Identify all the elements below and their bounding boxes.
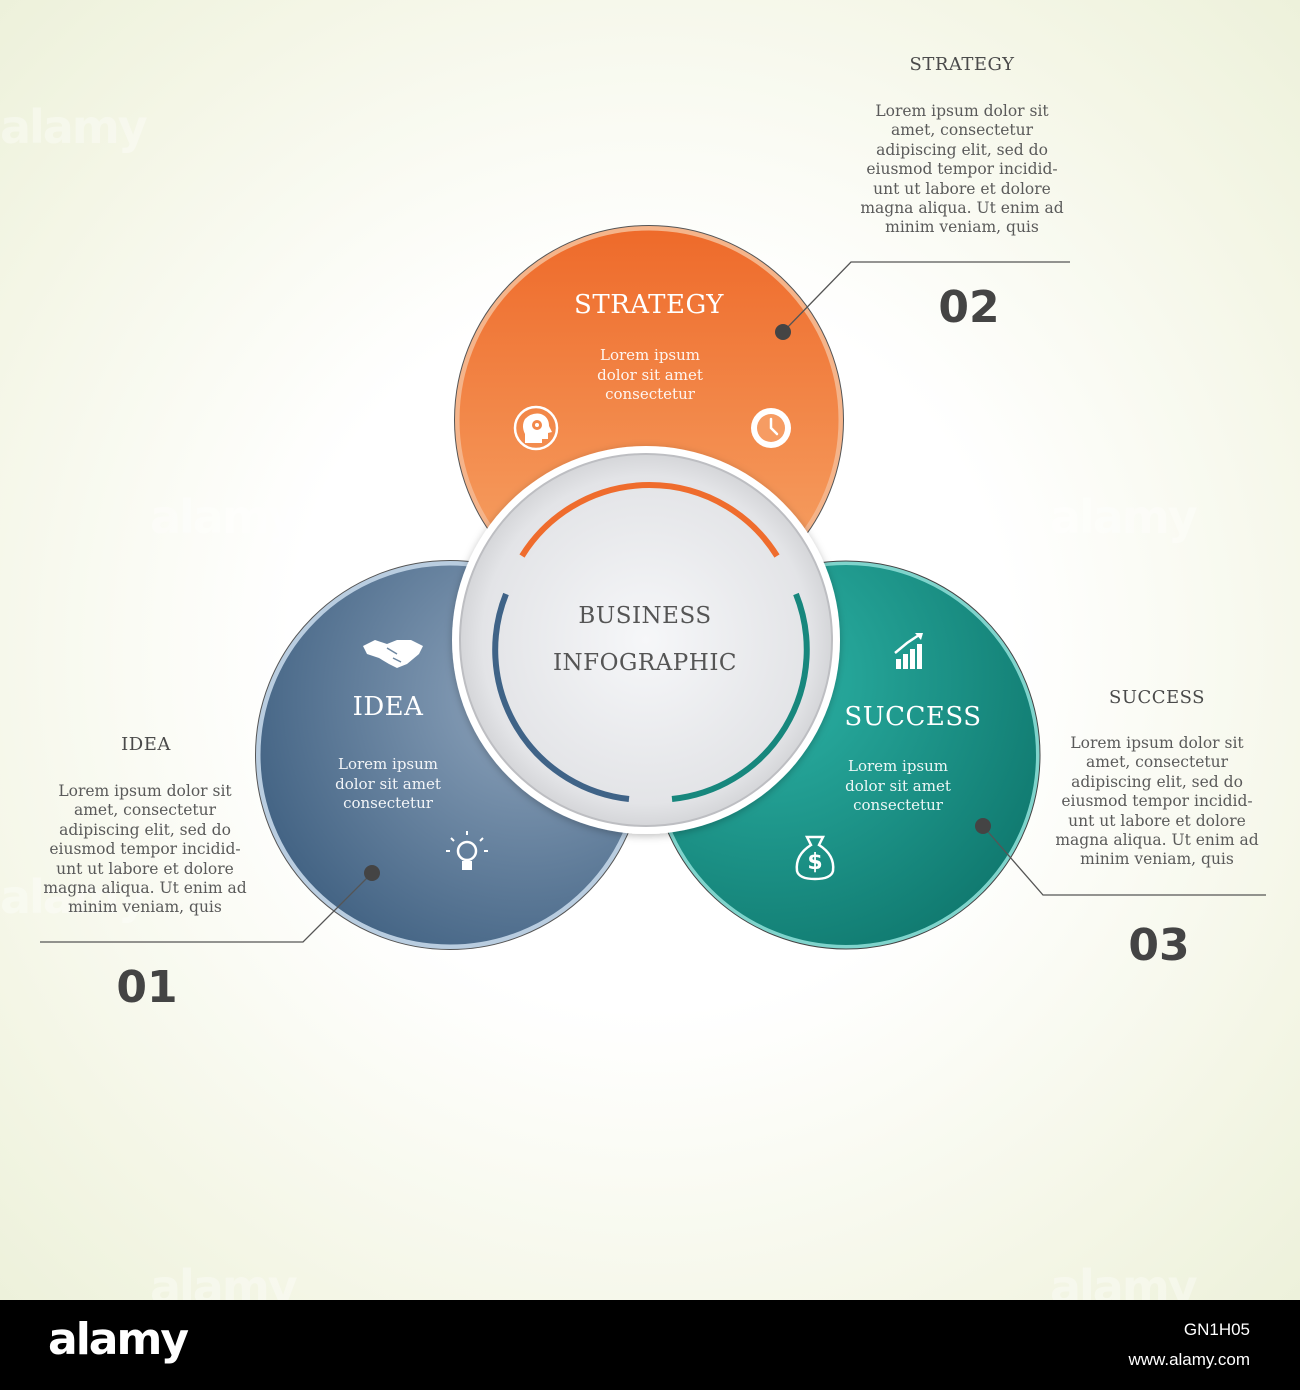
leader-line-01 — [40, 872, 373, 943]
lightbulb-icon — [446, 831, 488, 870]
idea-arc — [492, 592, 630, 802]
leader-dot-01 — [364, 865, 380, 881]
footer-bar: alamy GN1H05 www.alamy.com — [0, 1300, 1300, 1390]
watermark: alamy — [0, 100, 148, 154]
footer-logo: alamy — [48, 1314, 189, 1365]
watermark: alamy — [0, 870, 148, 924]
clock-icon — [751, 408, 791, 448]
handshake-icon — [363, 640, 423, 668]
idea-circle-title: IDEA — [352, 692, 424, 722]
center-title-line1: BUSINESS — [578, 603, 712, 629]
watermark: alamy — [1050, 490, 1198, 544]
growth-chart-icon — [894, 633, 923, 669]
center-circle — [459, 453, 833, 827]
success-circle-title: SUCCESS — [844, 702, 982, 732]
success-side-title: SUCCESS — [1108, 687, 1206, 708]
leader-dot-03 — [975, 818, 991, 834]
leader-dot-02 — [775, 324, 791, 340]
success-side-body: Lorem ipsum dolor sit amet, consectetur … — [1055, 734, 1259, 869]
svg-text:$: $ — [807, 850, 822, 875]
venn-diagram: $ — [40, 225, 1266, 950]
strategy-circle-body: Lorem ipsum dolor sit amet consectetur — [597, 346, 703, 403]
strategy-circle-title: STRATEGY — [574, 290, 724, 320]
money-bag-icon: $ — [795, 835, 835, 881]
success-circle-body: Lorem ipsum dolor sit amet consectetur — [845, 757, 951, 814]
success-arc — [671, 592, 810, 802]
footer-image-id: GN1H05 — [1183, 1320, 1250, 1339]
leader-line-03 — [982, 825, 1266, 896]
step-number-02: 02 — [938, 282, 1000, 333]
watermark: alamy — [1050, 1260, 1198, 1300]
head-gears-icon — [513, 405, 559, 451]
idea-circle-body: Lorem ipsum dolor sit amet consectetur — [335, 755, 441, 812]
center-title-line2: INFOGRAPHIC — [552, 650, 738, 676]
footer-url: www.alamy.com — [1128, 1350, 1250, 1369]
step-number-03: 03 — [1128, 920, 1190, 971]
leader-line-02 — [782, 261, 1070, 333]
strategy-side-title: STRATEGY — [909, 54, 1015, 75]
watermark: alamy — [150, 1260, 298, 1300]
idea-side-title: IDEA — [121, 734, 171, 755]
step-number-01: 01 — [116, 962, 178, 1013]
strategy-arc — [519, 482, 780, 558]
idea-side-body: Lorem ipsum dolor sit amet, consectetur … — [43, 782, 247, 917]
watermark: alamy — [150, 490, 298, 544]
infographic-canvas: alamy alamy alamy alamy alamy alamy — [0, 0, 1300, 1300]
strategy-side-body: Lorem ipsum dolor sit amet, consectetur … — [860, 102, 1064, 237]
